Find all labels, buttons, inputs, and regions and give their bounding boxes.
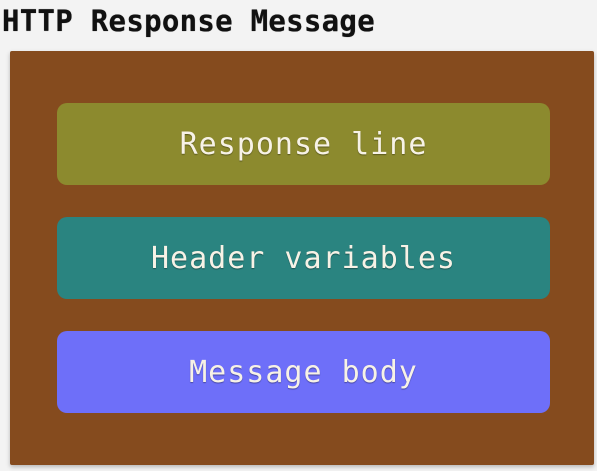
diagram-title: HTTP Response Message bbox=[2, 4, 375, 38]
response-line-block: Response line bbox=[57, 103, 550, 185]
message-body-label: Message body bbox=[189, 354, 418, 390]
header-variables-block: Header variables bbox=[57, 217, 550, 299]
header-variables-label: Header variables bbox=[151, 240, 456, 276]
response-line-label: Response line bbox=[179, 126, 428, 162]
message-body-block: Message body bbox=[57, 331, 550, 413]
